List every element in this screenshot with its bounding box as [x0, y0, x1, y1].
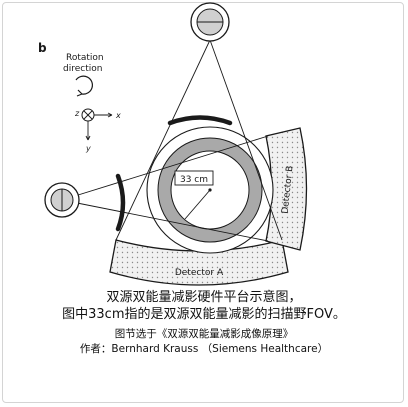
rotation-arrow-icon [75, 75, 93, 97]
dual-source-ct-diagram: b Rotation direction z x y 33 cm Detecto… [38, 2, 308, 286]
fan-beam-a-left [115, 39, 211, 241]
rotation-label-line2: direction [63, 64, 102, 74]
collimator-b-arc [115, 173, 126, 232]
panel-label: b [38, 41, 47, 55]
detector-a-band [109, 239, 289, 286]
x-ray-tube-b-icon [44, 182, 80, 218]
coordinate-axes-icon [81, 108, 113, 141]
fov-radius-line [184, 189, 211, 220]
fan-beam-a-right [209, 39, 283, 241]
caption-author-line: 作者：Bernhard Krauss （Siemens Healthcare） [79, 343, 329, 355]
axis-z-label: z [74, 109, 80, 118]
fov-label: 33 cm [180, 175, 208, 185]
fan-beam-b-top [61, 135, 269, 201]
rotation-label-line1: Rotation [66, 53, 104, 63]
fan-beam-b-bottom [61, 199, 269, 242]
fov-label-box [174, 170, 214, 186]
axis-x-label: x [115, 111, 121, 120]
iso-center-dot [208, 188, 212, 192]
caption-source-line: 图节选于《双源双能量减影成像原理》 [114, 328, 294, 340]
collimator-a-arc [167, 115, 233, 126]
x-ray-tube-a-icon [190, 2, 230, 42]
caption-title-line2: 图中33cm指的是双源双能量减影的扫描野FOV。 [62, 307, 346, 322]
axis-y-label: y [85, 144, 91, 153]
detector-a-label: Detector A [175, 268, 224, 278]
caption-title-line1: 双源双能量减影硬件平台示意图， [106, 290, 302, 305]
